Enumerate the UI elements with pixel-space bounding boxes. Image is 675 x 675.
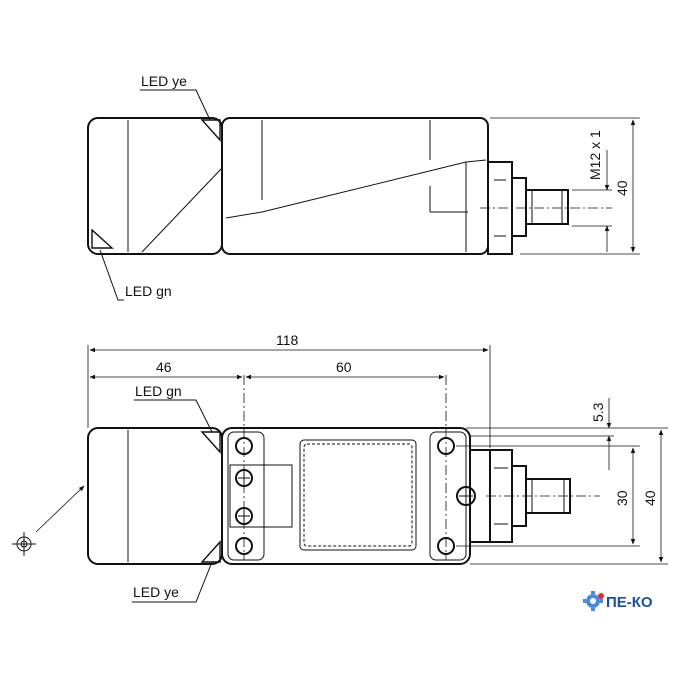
housing-outline-2 — [221, 427, 471, 565]
top-view: LED ye LED gn M12 x 1 40 — [87, 73, 640, 301]
brand-logo: ПЕ-КО — [583, 591, 653, 611]
top-height-dimension: 40 — [614, 180, 630, 196]
top-led-ye-label: LED ye — [141, 73, 187, 89]
thread-dimension: M12 x 1 — [587, 130, 603, 180]
bottom-view: 118 46 60 5.3 30 40 LED gn LED ye — [12, 332, 668, 603]
head-length-dimension: 46 — [156, 359, 172, 375]
bottom-led-gn-label: LED gn — [135, 383, 182, 399]
hole-spacing-dimension: 60 — [336, 359, 352, 375]
brand-logo-text: ПЕ-КО — [606, 594, 653, 611]
led-green-marker-2 — [200, 431, 221, 454]
sensor-head-outline-2 — [87, 427, 223, 565]
offset-dimension: 5.3 — [590, 402, 606, 422]
led-yellow-marker-2 — [200, 540, 221, 563]
inner-height-dimension: 30 — [614, 490, 630, 506]
target-crosshair-icon — [12, 532, 36, 556]
connector-pin — [525, 189, 569, 225]
led-green-marker — [91, 228, 114, 249]
label-window — [299, 439, 417, 551]
overall-length-dimension: 118 — [276, 332, 299, 348]
led-yellow-marker — [200, 119, 221, 142]
bottom-led-ye-label: LED ye — [133, 584, 179, 600]
top-led-gn-label: LED gn — [125, 283, 172, 299]
gear-icon — [583, 591, 604, 611]
outer-height-dimension: 40 — [642, 490, 658, 506]
adjust-screw-icon — [456, 486, 476, 506]
sensor-head-outline — [87, 117, 223, 255]
